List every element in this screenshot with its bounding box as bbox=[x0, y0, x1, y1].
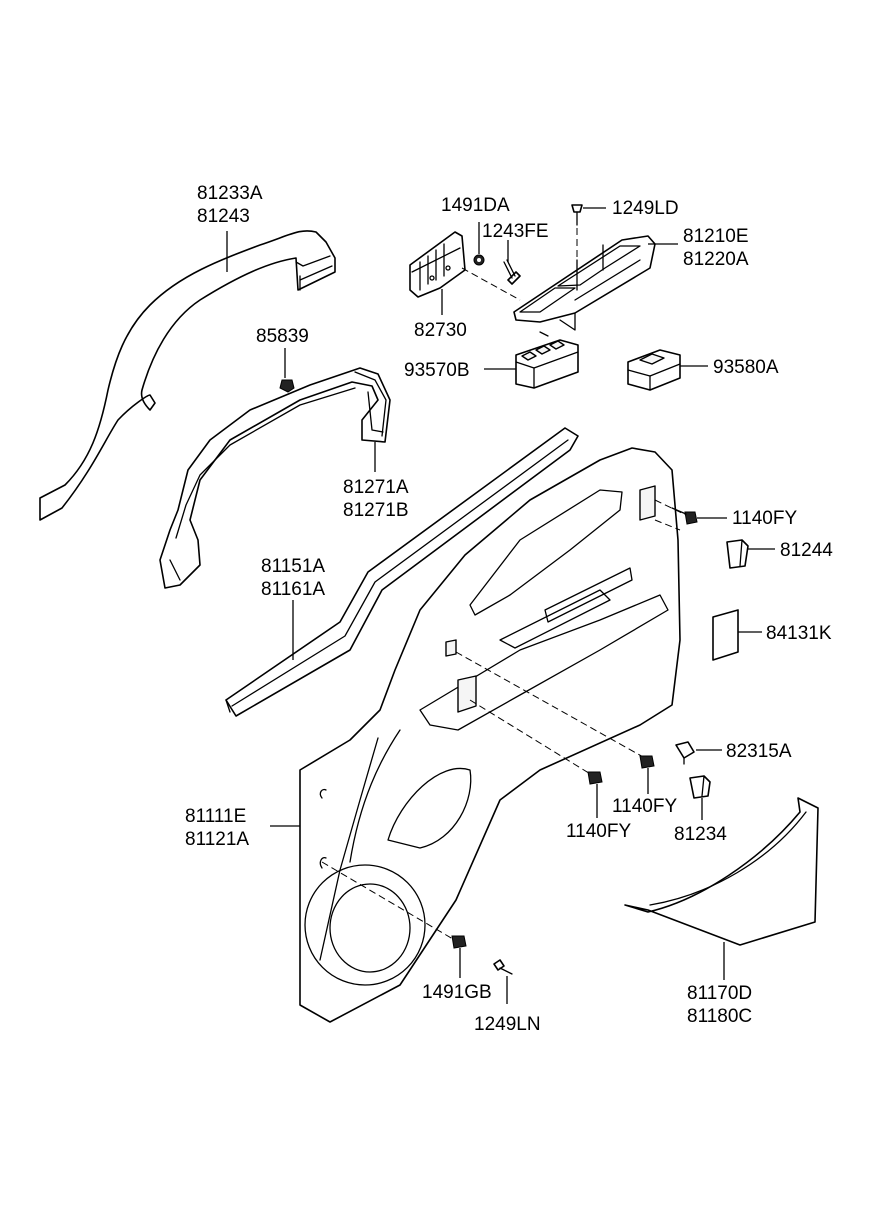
label-1140fy-c: 1140FY bbox=[566, 821, 631, 842]
label-81271a: 81271A bbox=[343, 477, 409, 498]
label-84131k: 84131K bbox=[766, 623, 832, 644]
window-switch-93570b bbox=[515, 331, 579, 389]
label-93580a: 93580A bbox=[713, 357, 779, 378]
label-81243: 81243 bbox=[197, 206, 250, 227]
clip-82315a bbox=[675, 741, 695, 765]
label-81111e: 81111E bbox=[185, 806, 246, 827]
label-82315a: 82315A bbox=[726, 741, 792, 762]
label-81220a: 81220A bbox=[683, 249, 749, 270]
dash-82730 bbox=[461, 267, 521, 301]
label-81210e: 81210E bbox=[683, 226, 749, 247]
label-81180c: 81180C bbox=[687, 1006, 752, 1027]
label-1140fy-a: 1140FY bbox=[732, 508, 797, 529]
door-trim-panel-81111e bbox=[299, 447, 681, 1023]
screw-1491da bbox=[473, 254, 485, 266]
label-1249ld: 1249LD bbox=[612, 198, 679, 219]
dash-1140fy-b bbox=[455, 651, 646, 759]
cap-81234 bbox=[689, 775, 711, 799]
label-1243fe: 1243FE bbox=[482, 221, 549, 242]
screw-1249ld bbox=[571, 204, 583, 226]
label-81244: 81244 bbox=[780, 540, 833, 561]
screw-1140fy-b bbox=[639, 755, 655, 769]
door-seal-81271a bbox=[159, 367, 391, 589]
label-82730: 82730 bbox=[414, 320, 467, 341]
bracket-82730 bbox=[409, 231, 466, 298]
dash-1140fy-upper bbox=[654, 499, 687, 516]
dash-1491gb bbox=[321, 861, 459, 943]
label-81161a: 81161A bbox=[261, 579, 325, 600]
pad-84131k bbox=[712, 609, 739, 661]
label-81233a: 81233A bbox=[197, 183, 263, 204]
label-81271b: 81271B bbox=[343, 500, 409, 521]
switch-panel-81210e bbox=[513, 235, 656, 331]
dash-1140fy-upper-2 bbox=[654, 519, 681, 531]
trim-molding-81233a bbox=[39, 230, 336, 521]
label-81234: 81234 bbox=[674, 824, 727, 845]
label-93570b: 93570B bbox=[404, 360, 470, 381]
weatherstrip-81151a bbox=[225, 427, 579, 717]
label-1491da: 1491DA bbox=[441, 195, 510, 216]
label-1140fy-b: 1140FY bbox=[612, 796, 677, 817]
screw-1249ln bbox=[493, 959, 513, 975]
label-1491gb: 1491GB bbox=[422, 982, 492, 1003]
label-81151a: 81151A bbox=[261, 556, 325, 577]
label-81121a: 81121A bbox=[185, 829, 249, 850]
screw-1491gb bbox=[451, 935, 467, 949]
screw-1140fy-c bbox=[587, 771, 603, 785]
cap-81244 bbox=[726, 539, 749, 569]
label-1249ln: 1249LN bbox=[474, 1014, 541, 1035]
label-85839: 85839 bbox=[256, 326, 309, 347]
clip-85839 bbox=[279, 379, 295, 393]
lower-trim-81170d bbox=[624, 797, 819, 946]
screw-1140fy-upper bbox=[671, 507, 698, 525]
label-81170d: 81170D bbox=[687, 983, 752, 1004]
dash-1140fy-c bbox=[469, 699, 593, 776]
window-switch-93580a bbox=[627, 349, 681, 391]
screw-1243fe bbox=[503, 259, 521, 285]
